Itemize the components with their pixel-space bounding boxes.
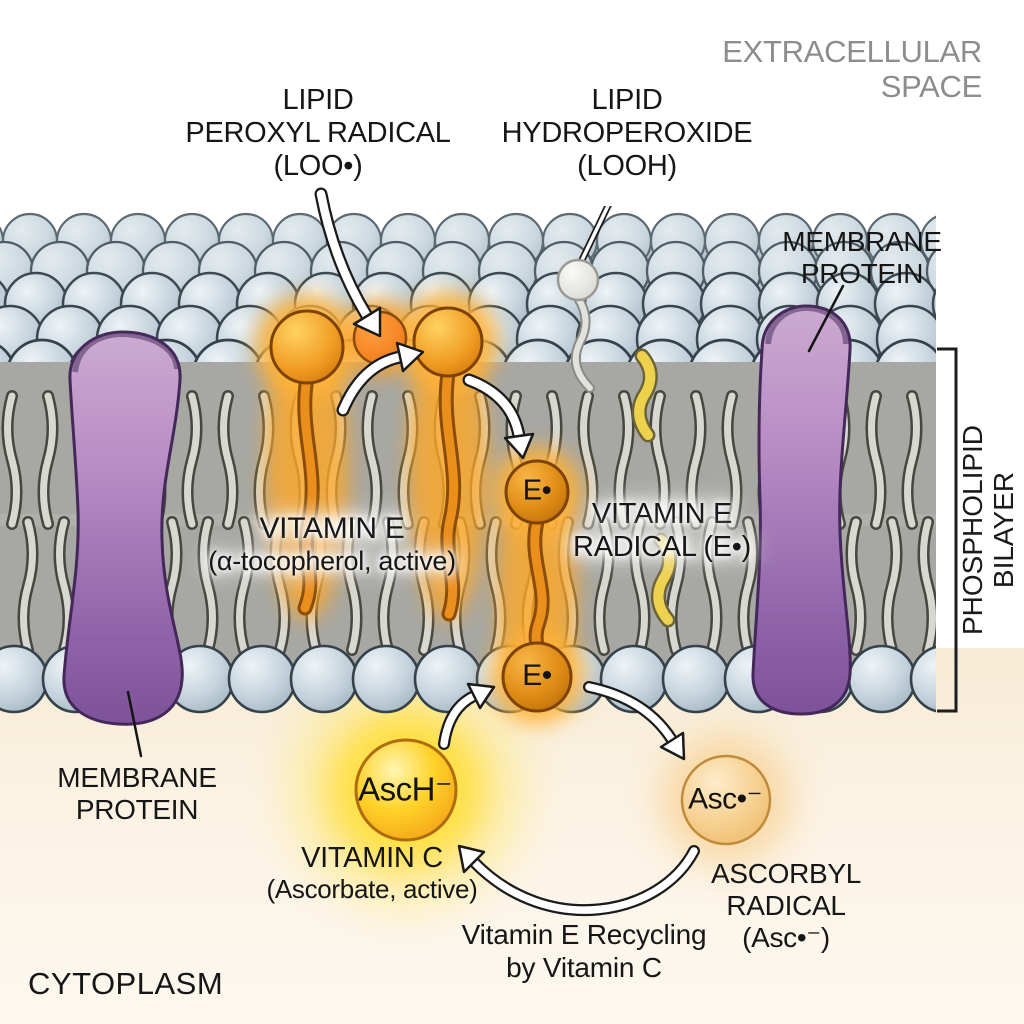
label-line: (Ascorbate, active) — [266, 873, 478, 904]
label-line: RADICAL — [726, 890, 846, 921]
label-line: PROTEIN — [800, 257, 924, 289]
arrows — [126, 187, 845, 917]
asc-radical-ball — [680, 754, 772, 846]
e-radical-top-label: E• — [522, 474, 552, 507]
label-line: PEROXYL RADICAL — [185, 116, 451, 149]
arrow-e-radical-to-ascorbyl — [583, 681, 686, 761]
label-phospholipid-bilayer: PHOSPHOLIPID BILAYER — [957, 424, 1020, 636]
oxidized-lipid-squiggle — [631, 348, 677, 628]
membrane-protein-right — [751, 304, 852, 716]
arrow-loo-attack — [314, 187, 382, 338]
label-line: VITAMIN E — [591, 498, 733, 530]
label-line: (α-tocopherol, active) — [208, 545, 456, 576]
label-lipid-hydroperoxide: LIPID HYDROPEROXIDE (LOOH) — [502, 84, 753, 182]
label-lipid-peroxyl-radical: LIPID PEROXYL RADICAL (LOO•) — [185, 84, 450, 182]
vitamin-e-radical-chain — [501, 459, 573, 713]
arrow-recycle — [457, 844, 700, 917]
label-line: HYDROPEROXIDE — [501, 116, 753, 149]
label-vitamin-e: VITAMIN E (α-tocopherol, active) — [208, 512, 456, 576]
label-extracellular-space: EXTRACELLULAR SPACE — [722, 34, 982, 104]
label-vitamin-e-radical: VITAMIN E RADICAL (E•) — [573, 498, 751, 564]
label-line: LIPID — [282, 84, 354, 116]
label-line: PHOSPHOLIPID — [957, 424, 989, 636]
asch-label: AscH⁻ — [358, 770, 452, 808]
label-cytoplasm: CYTOPLASM — [28, 966, 224, 1001]
label-line: (Asc•⁻) — [742, 922, 830, 953]
pointer-membrane-protein-top — [807, 284, 845, 353]
arrow-to-e-radical — [462, 373, 535, 460]
label-line: SPACE — [880, 69, 983, 104]
label-line: VITAMIN C — [301, 842, 443, 874]
membrane-protein-left — [62, 330, 184, 726]
label-line: (LOOH) — [577, 149, 677, 182]
asc-radical-label: Asc•⁻ — [688, 782, 762, 816]
asch-ball — [354, 738, 458, 842]
label-line: EXTRACELLULAR — [722, 34, 982, 69]
label-line: Vitamin E Recycling — [461, 919, 707, 950]
label-membrane-protein-top: MEMBRANE PROTEIN — [782, 226, 942, 289]
label-line: (LOO•) — [273, 149, 363, 182]
looh-molecule — [556, 206, 612, 393]
label-membrane-protein-bottom: MEMBRANE PROTEIN — [57, 762, 217, 825]
label-line: RADICAL (E•) — [573, 530, 751, 563]
vitamin-e-molecule-2 — [412, 306, 484, 622]
label-line: VITAMIN E — [259, 512, 405, 545]
pointer-membrane-protein-bottom — [126, 690, 143, 758]
vitamin-e-molecule-1 — [269, 309, 345, 616]
e-radical-bottom-label: E• — [522, 659, 552, 692]
label-line: by Vitamin C — [506, 952, 662, 983]
label-line: LIPID — [591, 84, 663, 116]
label-ascorbyl-radical: ASCORBYL RADICAL (Asc•⁻) — [711, 858, 861, 954]
label-line: MEMBRANE — [782, 226, 942, 257]
arrow-vitamin-e-reaction — [336, 341, 425, 417]
arrow-asch-to-e-radical — [438, 682, 496, 750]
bilayer-bracket — [937, 347, 958, 713]
label-vitamin-c: VITAMIN C (Ascorbate, active) — [266, 842, 477, 904]
label-line: PROTEIN — [75, 793, 199, 825]
label-line: MEMBRANE — [57, 762, 217, 793]
label-line: ASCORBYL — [710, 858, 862, 889]
label-line: BILAYER — [988, 471, 1019, 589]
label-vitamin-e-recycling: Vitamin E Recycling by Vitamin C — [462, 918, 707, 984]
